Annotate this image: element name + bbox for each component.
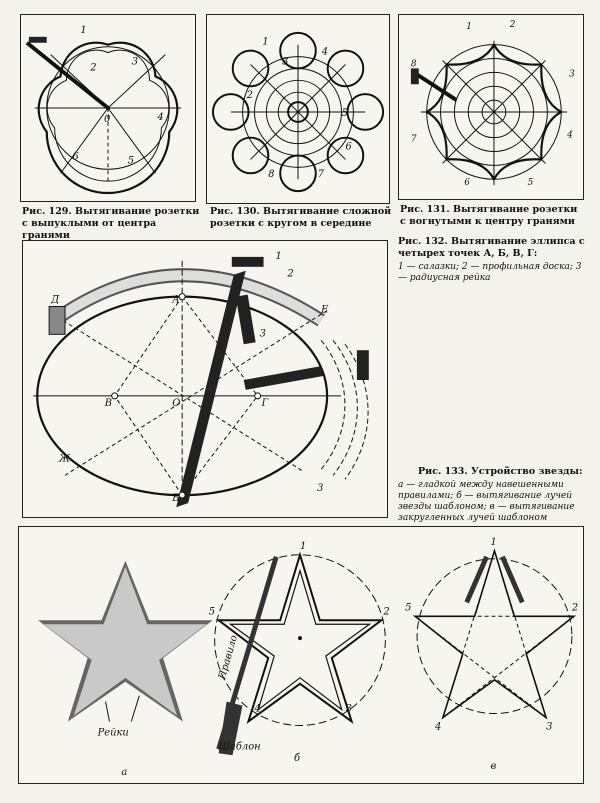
fig130-caption: Рис. 130. Вытягивание сложной розетки с …	[210, 206, 392, 229]
fig132-legend: 1 — салазки; 2 — профильная доска; 3 — р…	[398, 262, 582, 283]
rosette-circle-diagram: 1 2 3 4 5 6 7 8	[211, 31, 385, 193]
label-n3b: 3	[317, 483, 323, 494]
label-point-D: Д	[50, 295, 60, 306]
label-reiki: Рейки	[97, 727, 129, 738]
fig129-caption: Рис. 129. Вытягивание розетки с выпуклым…	[22, 206, 200, 241]
fig129-label-0: 0	[104, 114, 110, 125]
label-v1: 1	[491, 537, 497, 548]
label-point-G: Г	[261, 398, 269, 409]
label-v4: 4	[434, 721, 441, 732]
fig130-label-3: 3	[282, 56, 288, 67]
fig130-label-1: 1	[262, 37, 268, 48]
star-b: Правило Шаблон 1 2 3 4 5 б	[209, 541, 390, 764]
fig131-drawing: 1 2 3 4 5 6 7 8	[398, 14, 584, 200]
fig133-caption: Рис. 133. Устройство звезды:	[418, 466, 583, 477]
label-v2: 2	[571, 602, 578, 613]
label-b5: 5	[209, 606, 215, 617]
label-point-V: В	[104, 398, 112, 409]
label-n3: 3	[260, 328, 266, 339]
star-construction-diagram: Рейки а Правило Шаблон 1 2 3 4 5 б	[38, 537, 578, 778]
rosette-convex-diagram: 0 1 2 3 4 5 6	[25, 25, 182, 195]
label-v3: 3	[546, 721, 552, 732]
fig131-label-5: 5	[528, 178, 534, 188]
label-n1: 1	[275, 251, 281, 262]
fig131-label-7: 7	[411, 135, 417, 145]
fig129-label-3: 3	[132, 57, 138, 68]
star-v: 1 2 3 4 5 в	[405, 537, 578, 772]
star-a: Рейки а	[38, 560, 213, 778]
label-b3: 3	[346, 704, 352, 715]
label-a: а	[121, 767, 127, 778]
fig132-drawing: А Б В Г О Д Е Ж 1 2 3 3	[22, 240, 388, 518]
fig130-label-8: 8	[268, 169, 274, 180]
fig130-label-4: 4	[321, 47, 328, 58]
fig130-label-6: 6	[345, 142, 351, 153]
fig131-label-3: 3	[569, 69, 575, 79]
fig130-drawing: 1 2 3 4 5 6 7 8	[206, 14, 390, 204]
label-point-Zh: Ж	[58, 453, 71, 464]
fig131-label-8: 8	[411, 59, 417, 69]
label-center-O: О	[172, 398, 180, 409]
label-point-E: Е	[320, 304, 329, 315]
label-v: в	[491, 761, 497, 772]
fig131-caption: Рис. 131. Вытягивание розетки с вогнутым…	[400, 204, 578, 227]
fig133-drawing: Рейки а Правило Шаблон 1 2 3 4 5 б	[18, 526, 584, 784]
label-n2: 2	[286, 269, 293, 280]
fig133-legend: а — гладкой между навешенными правилами;…	[398, 480, 575, 523]
label-pravilo: Правило	[217, 634, 240, 682]
fig129-label-5: 5	[128, 155, 134, 166]
fig129-label-4: 4	[156, 112, 163, 123]
label-b1: 1	[300, 541, 306, 552]
fig129-label-2: 2	[89, 62, 96, 73]
label-b: б	[294, 753, 301, 764]
label-shablon: Шаблон	[218, 741, 261, 752]
fig129-label-1: 1	[80, 25, 86, 36]
fig130-label-2: 2	[246, 90, 253, 101]
label-point-A: А	[171, 295, 180, 306]
label-v5: 5	[405, 602, 411, 613]
fig131-label-1: 1	[466, 22, 472, 32]
fig132-caption: Рис. 132. Вытягивание эллипса с четырех …	[398, 236, 585, 259]
fig131-label-6: 6	[464, 178, 470, 188]
label-b4: 4	[253, 704, 260, 715]
fig129-label-6: 6	[72, 151, 78, 162]
fig131-label-4: 4	[566, 131, 573, 141]
fig130-label-7: 7	[318, 169, 325, 180]
rosette-concave-diagram: 1 2 3 4 5 6 7 8	[410, 20, 575, 188]
label-point-B: Б	[171, 493, 180, 504]
fig130-label-5: 5	[342, 108, 348, 119]
fig131-label-2: 2	[509, 20, 516, 30]
label-b2: 2	[382, 606, 389, 617]
ellipse-four-point-diagram: А Б В Г О Д Е Ж 1 2 3 3	[33, 251, 369, 508]
fig129-drawing: 0 1 2 3 4 5 6	[20, 14, 196, 202]
